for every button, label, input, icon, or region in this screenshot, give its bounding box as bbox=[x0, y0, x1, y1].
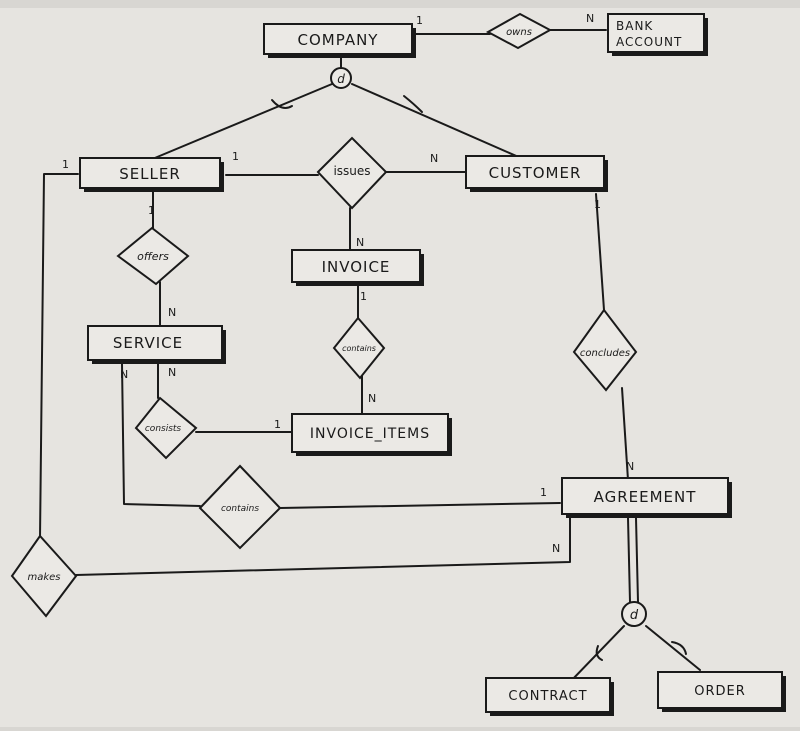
card-customer-concludes: 1 bbox=[594, 198, 601, 211]
connector-lines bbox=[39, 29, 701, 683]
relationship-owns-label: owns bbox=[506, 27, 532, 38]
entity-invoice[interactable]: INVOICE bbox=[291, 249, 424, 286]
relationship-issues-label: issues bbox=[333, 164, 370, 178]
relationship-contains-service-label: contains bbox=[221, 504, 259, 514]
entity-company-label: COMPANY bbox=[298, 31, 379, 49]
paper-sheet bbox=[0, 8, 800, 727]
line-d-seller bbox=[149, 83, 333, 161]
line-contains-agreement bbox=[279, 502, 561, 509]
subset-arc-customer bbox=[403, 95, 423, 113]
relationship-consists-label: consists bbox=[145, 424, 182, 434]
relationship-owns[interactable]: owns bbox=[485, 12, 553, 50]
relationship-makes[interactable]: makes bbox=[10, 534, 78, 618]
specialization-agreement: d bbox=[621, 601, 647, 627]
relationship-offers-label: offers bbox=[137, 250, 169, 263]
relationship-consists[interactable]: consists bbox=[134, 396, 198, 460]
relationship-concludes-label: concludes bbox=[580, 348, 630, 359]
card-seller-makes: 1 bbox=[62, 158, 69, 171]
card-issues-customer: N bbox=[430, 152, 438, 165]
relationship-contains-service[interactable]: contains bbox=[198, 464, 282, 550]
entity-order[interactable]: ORDER bbox=[657, 671, 786, 712]
line-d-order bbox=[645, 625, 701, 671]
line-seller-makes bbox=[39, 173, 79, 539]
card-seller-offers: 1 bbox=[148, 204, 155, 217]
subset-arc-seller bbox=[271, 99, 293, 109]
card-seller-issues: 1 bbox=[232, 150, 239, 163]
line-concludes-agreement bbox=[621, 387, 629, 481]
subset-arc-contract bbox=[595, 645, 603, 661]
relationship-contains-invoice-label: contains bbox=[342, 344, 376, 353]
entity-bank-account[interactable]: BANK ACCOUNT bbox=[607, 13, 708, 56]
entity-order-label: ORDER bbox=[694, 684, 746, 699]
entity-service-label: SERVICE bbox=[113, 334, 183, 352]
entity-invoice-items[interactable]: INVOICE_ITEMS bbox=[291, 413, 452, 456]
entity-bank-account-label-1: BANK bbox=[616, 19, 653, 33]
entity-agreement-label: AGREEMENT bbox=[594, 488, 697, 506]
specialization-company: d bbox=[330, 67, 352, 89]
entity-seller[interactable]: SELLER bbox=[79, 157, 224, 192]
cardinality-labels: 1 N 1 1 N N 1 N 1 N N N 1 1 N 1 N bbox=[62, 12, 634, 555]
relationship-offers[interactable]: offers bbox=[116, 226, 190, 286]
relationship-makes-label: makes bbox=[27, 572, 60, 583]
line-makes-agreement bbox=[75, 517, 571, 576]
specialization-agreement-label: d bbox=[630, 608, 639, 623]
card-contains-items: N bbox=[368, 392, 376, 405]
card-service-makes: N bbox=[120, 368, 128, 381]
specialization-company-label: d bbox=[337, 72, 345, 86]
relationship-contains-invoice[interactable]: contains bbox=[332, 316, 386, 380]
relationship-issues[interactable]: issues bbox=[316, 136, 388, 210]
line-agreement-d-a bbox=[627, 517, 631, 603]
entity-seller-label: SELLER bbox=[119, 165, 181, 183]
entity-invoice-items-label: INVOICE_ITEMS bbox=[310, 426, 430, 442]
entity-contract-label: CONTRACT bbox=[508, 689, 587, 704]
line-service-contains bbox=[121, 363, 201, 507]
subset-arc-order bbox=[671, 641, 687, 655]
card-issues-invoice: N bbox=[356, 236, 364, 249]
card-concludes-agreement: N bbox=[626, 460, 634, 473]
entity-invoice-label: INVOICE bbox=[322, 258, 391, 276]
card-offers-service: N bbox=[168, 306, 176, 319]
entity-bank-account-label-2: ACCOUNT bbox=[616, 35, 682, 49]
relationship-concludes[interactable]: concludes bbox=[572, 308, 638, 392]
card-consists-items: 1 bbox=[274, 418, 281, 431]
line-agreement-d-b bbox=[635, 517, 639, 603]
card-contains-agreement: 1 bbox=[540, 486, 547, 499]
entity-contract[interactable]: CONTRACT bbox=[485, 677, 614, 716]
entity-service[interactable]: SERVICE bbox=[87, 325, 226, 364]
entity-agreement[interactable]: AGREEMENT bbox=[561, 477, 732, 518]
line-customer-concludes bbox=[595, 193, 605, 311]
card-makes-agreement: N bbox=[552, 542, 560, 555]
entity-customer-label: CUSTOMER bbox=[489, 164, 582, 182]
card-service-consists: N bbox=[168, 366, 176, 379]
entity-company[interactable]: COMPANY bbox=[263, 23, 416, 58]
card-company-owns: 1 bbox=[416, 14, 423, 27]
card-invoice-contains: 1 bbox=[360, 290, 367, 303]
card-owns-bank: N bbox=[586, 12, 594, 25]
line-d-customer bbox=[351, 83, 531, 163]
entity-customer[interactable]: CUSTOMER bbox=[465, 155, 608, 192]
